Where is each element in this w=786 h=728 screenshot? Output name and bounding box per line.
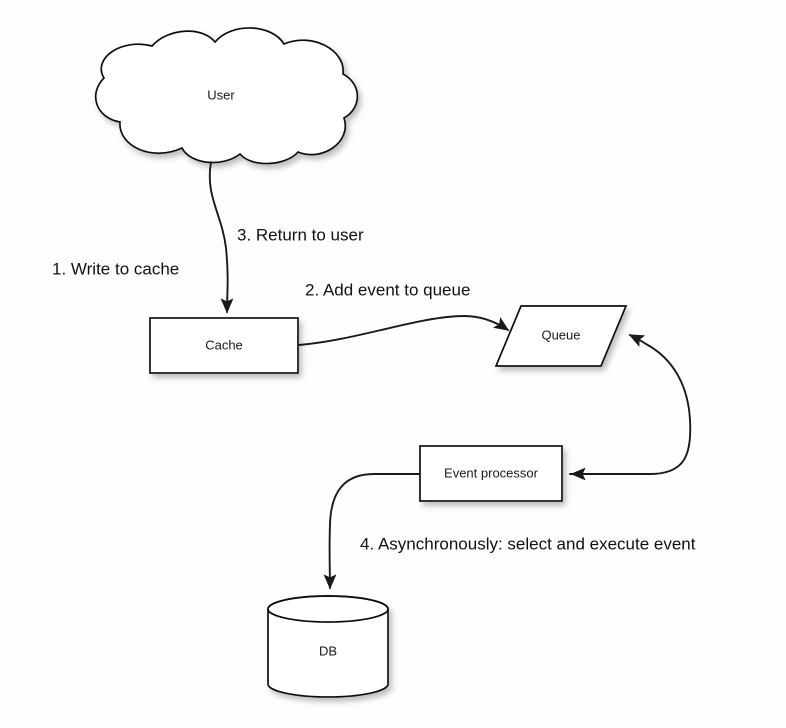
queue-shape [494, 305, 628, 367]
node-db[interactable]: DB [267, 595, 389, 698]
node-user[interactable]: User [94, 27, 359, 165]
edge-label-step2: 2. Add event to queue [305, 280, 470, 299]
node-event-processor[interactable]: Event processor [419, 445, 563, 502]
cloud-shape [94, 27, 359, 165]
edge-label-step4: 4. Asynchronously: select and execute ev… [360, 534, 696, 553]
node-label-cache: Cache [205, 337, 243, 352]
db-cylinder-top-ellipse [267, 595, 389, 623]
node-label-db: DB [319, 643, 337, 658]
edge-processor-to-db [323, 473, 421, 590]
node-label-event-processor: Event processor [444, 465, 539, 480]
cache-shape [149, 317, 299, 374]
node-label-user: User [207, 87, 235, 102]
node-label-queue: Queue [541, 327, 580, 342]
node-queue[interactable]: Queue [494, 305, 628, 367]
edge-label-step1: 1. Write to cache [52, 259, 179, 278]
edge-cache-to-queue [298, 315, 510, 346]
edge-user-to-cache [208, 161, 234, 314]
edge-label-step3: 3. Return to user [237, 225, 364, 244]
event-processor-shape [419, 445, 563, 502]
node-cache[interactable]: Cache [149, 317, 299, 374]
edge-processor-to-queue [569, 334, 692, 475]
